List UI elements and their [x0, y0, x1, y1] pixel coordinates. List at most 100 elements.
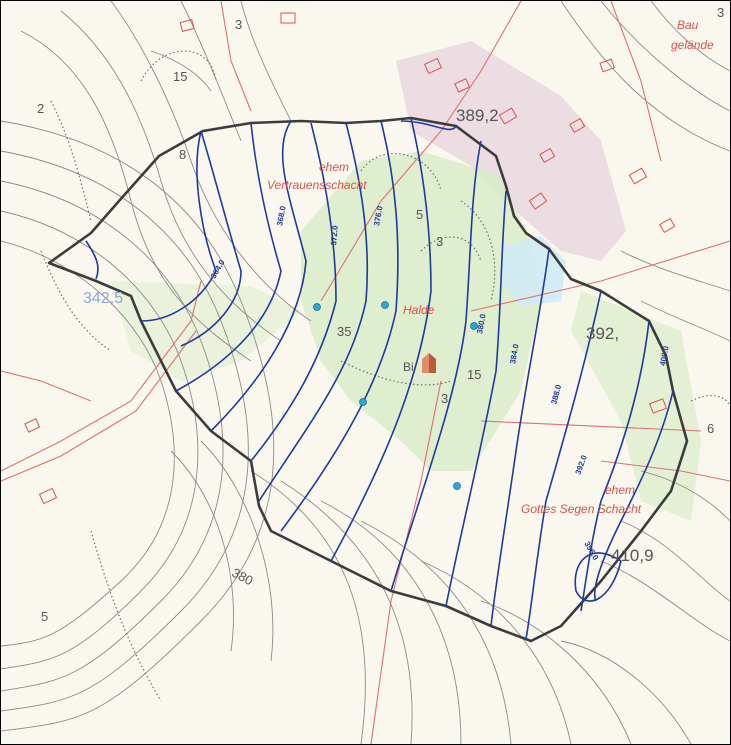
gw-contour	[400, 120, 457, 131]
built-area-fill	[396, 41, 626, 261]
well-point-icon	[381, 301, 389, 309]
label-gelaende: gelände	[671, 38, 714, 52]
gw-label-396: 396.0	[582, 540, 600, 562]
road-line	[220, 1, 252, 112]
label-ehem-1: ehem	[319, 160, 349, 174]
label-bi: Bi	[403, 360, 414, 374]
building	[539, 147, 556, 164]
gw-contour	[390, 140, 482, 592]
number-3-mid: 3	[436, 234, 443, 249]
terrain-contour	[620, 520, 730, 602]
building	[659, 217, 676, 234]
number-15-topleft: 15	[173, 69, 187, 84]
number-2: 2	[37, 101, 44, 116]
building	[423, 57, 443, 75]
hachure-line	[460, 200, 496, 302]
terrain-contour	[200, 440, 274, 662]
gw-label-368: 368.0	[275, 205, 287, 227]
road-line	[480, 420, 702, 432]
gw-label-376: 376.0	[372, 205, 384, 227]
gw-contour	[593, 390, 674, 602]
terrain-contour	[640, 470, 730, 522]
mine-symbol-icon	[422, 353, 436, 373]
gw-label-364: 364.0	[209, 258, 227, 280]
building	[498, 107, 518, 125]
gw-contour	[580, 320, 650, 612]
hachure-line	[690, 394, 730, 407]
road-line	[1, 370, 92, 402]
terrain-contour	[20, 30, 252, 362]
terrain-contour	[560, 1, 730, 152]
number-15-mid: 15	[467, 367, 481, 382]
terrain-contour	[420, 560, 572, 744]
land-use-layer	[111, 41, 701, 521]
spot-height-392: 392,	[586, 324, 619, 343]
well-point-icon	[470, 322, 478, 330]
buildings	[24, 12, 676, 505]
terrain-contour	[1, 180, 224, 692]
road-line	[470, 240, 730, 312]
gw-contour	[175, 122, 282, 392]
road-line	[1, 280, 202, 472]
spot-height-410: 410,9	[611, 546, 654, 565]
number-6: 6	[707, 421, 714, 436]
well-point-icon	[453, 482, 461, 490]
groundwater-contours	[85, 117, 674, 640]
terrain-contour	[110, 1, 312, 322]
building	[649, 398, 667, 414]
number-3-top: 3	[235, 17, 242, 32]
terrain-contour	[1, 120, 275, 732]
terrain-contour	[360, 520, 512, 744]
building	[454, 78, 471, 93]
terrain-contour	[1, 210, 199, 670]
building	[24, 418, 41, 433]
hachure-line	[50, 100, 92, 222]
gw-contour	[85, 240, 99, 280]
terrain-contour	[620, 250, 730, 292]
terrain-contour	[640, 300, 730, 342]
slope-hachures	[40, 50, 730, 702]
terrain-contour	[480, 600, 632, 744]
gw-label-392: 392.0	[574, 453, 589, 475]
gw-label-400: 400.0	[658, 345, 670, 367]
spot-height-342: 342,5	[83, 290, 123, 307]
terrain-contour	[560, 640, 692, 744]
terrain-contour	[240, 1, 292, 122]
map-labels: 389,2 392, 410,9 342,5 380 3 15 8 2 5 3 …	[37, 5, 724, 624]
hachure-line	[40, 250, 112, 352]
number-35: 35	[337, 324, 351, 339]
terrain-contour	[150, 50, 212, 92]
gw-contour	[330, 117, 432, 562]
gw-contour	[258, 122, 369, 502]
label-gottes-segen-schacht: Gottes Segen Schacht	[521, 502, 642, 516]
gw-contour	[210, 120, 307, 432]
label-bau: Bau	[677, 18, 699, 32]
number-5-mid: 5	[416, 207, 423, 222]
building	[569, 117, 586, 134]
label-halde: Halde	[403, 303, 435, 317]
gw-contour	[280, 120, 399, 532]
gw-contour	[490, 248, 550, 627]
number-3-lower: 3	[441, 391, 448, 406]
terrain-contour	[320, 500, 462, 744]
gw-contour	[574, 552, 622, 602]
gw-label-384: 384.0	[508, 343, 520, 365]
halde-green-fill	[301, 151, 541, 471]
number-8: 8	[179, 147, 186, 162]
gw-contour	[140, 130, 217, 322]
building	[599, 58, 615, 73]
well-point-icon	[313, 303, 321, 311]
well-points	[313, 301, 478, 490]
label-ehem-2: ehem	[605, 483, 635, 497]
building	[179, 18, 195, 32]
gw-contour	[250, 122, 337, 462]
road-line	[600, 460, 730, 482]
gw-label-388: 388.0	[549, 383, 563, 405]
terrain-contour	[600, 560, 730, 642]
gw-label-380: 380.0	[475, 313, 487, 335]
gw-label-372: 372.0	[329, 225, 340, 246]
terrain-contour	[60, 10, 282, 342]
